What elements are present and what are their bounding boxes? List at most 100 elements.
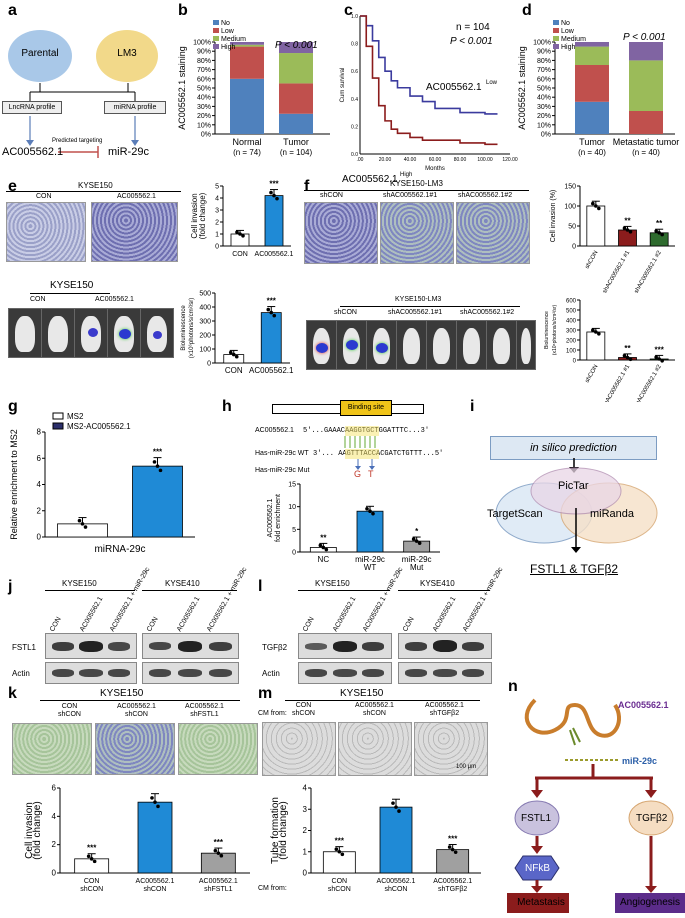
legend-swatch [553,44,559,49]
n-angiogenesis-box [615,893,685,913]
j-lane-label: AC005562.1 [175,595,202,633]
y-tick-label: 2 [303,826,308,835]
e-lnc-label: AC005562.1 [117,193,156,200]
data-point [594,204,598,208]
lm3-circle [96,30,158,82]
chart-d: 0%10%20%30%40%50%60%70%80%90%100%Tumor(n… [517,20,680,157]
k-image-1 [12,723,92,775]
f-group-2b: shAC005562.1#1 [388,309,443,316]
f-mouse-1 [306,320,337,370]
data-point [241,234,245,238]
panel-label-l: l [258,578,263,595]
bar-medium [230,44,264,47]
x-tick-label: 60.00 [429,157,442,163]
y-tick-label: 100% [193,40,211,47]
x-category-label: AC005562.1 [377,878,416,885]
y-tick-label: 6 [52,784,57,793]
k-image-2 [95,723,175,775]
legend-label: High [561,44,576,51]
j-blot-fstl1-2 [142,633,239,659]
bar [137,801,173,874]
x-category-label: shCON [385,886,408,893]
predicted-targeting-label: Predicted targeting [52,138,103,144]
n-tgfb2-node [628,800,674,836]
p-value: P < 0.001 [623,32,666,43]
panel-label-n: n [508,678,518,695]
x-category-n: (n = 74) [233,148,261,157]
data-point [368,509,372,513]
data-point [80,522,85,526]
x-category-label: AC005562.1 [255,251,294,258]
n-angiogenesis-label: Angiogenesis [619,897,681,908]
x-category-label: shCON [585,250,600,270]
y-tick-label: 30% [537,104,551,111]
legend-label: Low [561,28,575,35]
y-axis-label: Cell invasion [190,193,199,238]
data-point [391,801,395,805]
cm-from-label: CM from: [258,885,287,892]
n-fstl1-label: FSTL1 [521,813,552,824]
y-axis-label: AC005562.1 staining [517,46,527,130]
j-blot-actin-2 [142,662,239,684]
y-tick-label: 0.8 [351,42,358,48]
parental-label: Parental [21,48,59,59]
l-lane-label: AC005562.1 [431,595,458,633]
legend-swatch [213,20,219,25]
i-miranda: miRanda [590,508,635,520]
n-nfkb-node [514,855,560,881]
panel-label-g: g [8,398,18,415]
data-point [394,805,398,809]
e-cell-title-2: KYSE150 [50,280,94,291]
y-tick-label: 5 [292,527,296,534]
significance: ** [624,344,631,353]
x-category-label: Metastatic tumor [613,137,680,147]
f-cell-title: KYSE150-LM3 [390,179,443,188]
y-tick-label: 600 [566,299,577,305]
y-tick-label: 40% [197,95,211,102]
j-lane-label: CON [48,616,63,633]
panel-label-b: b [178,2,188,19]
data-point [625,228,630,232]
bar [264,195,284,247]
y-axis-label: Tube formation [270,797,281,864]
x-category-label: CON [232,251,248,258]
legend-swatch [553,20,559,25]
f-invasion-image-3 [456,202,530,264]
y-axis-label: Cell invasion (%) [550,190,557,243]
y-tick-label: 0 [37,533,42,542]
data-point [447,845,452,849]
x-tick-label: 100.00 [477,157,493,163]
data-point [77,518,82,523]
legend-label: High [221,44,236,51]
x-category-label: CON [84,878,100,885]
l-lane-label: CON [401,616,416,633]
j-cell-1: KYSE150 [62,579,97,588]
panel-label-c: c [344,2,353,19]
data-point [591,201,595,206]
y-tick-label: 400 [566,319,577,325]
panel-label-j: j [8,578,13,595]
data-point [657,231,661,235]
bar-no [279,113,313,134]
e-invasion-image-lnc [91,202,178,262]
n-tgfb2-label: TGFβ2 [636,813,668,824]
f-mouse-4 [396,320,427,370]
e-mouse-3 [74,308,108,358]
y-axis-label: Relative enrichment to MS2 [9,429,19,540]
data-point [238,232,242,236]
significance: *** [269,180,279,189]
x-category-label: Tumor [579,137,605,147]
legend-label-ms2: MS2 [67,412,84,421]
x-category-label: CON [225,366,243,375]
j-blot-actin-1 [45,662,137,684]
data-point [660,359,664,363]
bar [586,331,606,361]
l-line-1 [298,590,390,591]
m-cm-from: CM from: [258,710,287,717]
y-tick-label: 6 [37,454,42,463]
m-image-1 [262,722,336,776]
high-series-sup: High [400,172,412,178]
y-tick-label: 200 [566,339,577,345]
data-point [266,307,271,312]
